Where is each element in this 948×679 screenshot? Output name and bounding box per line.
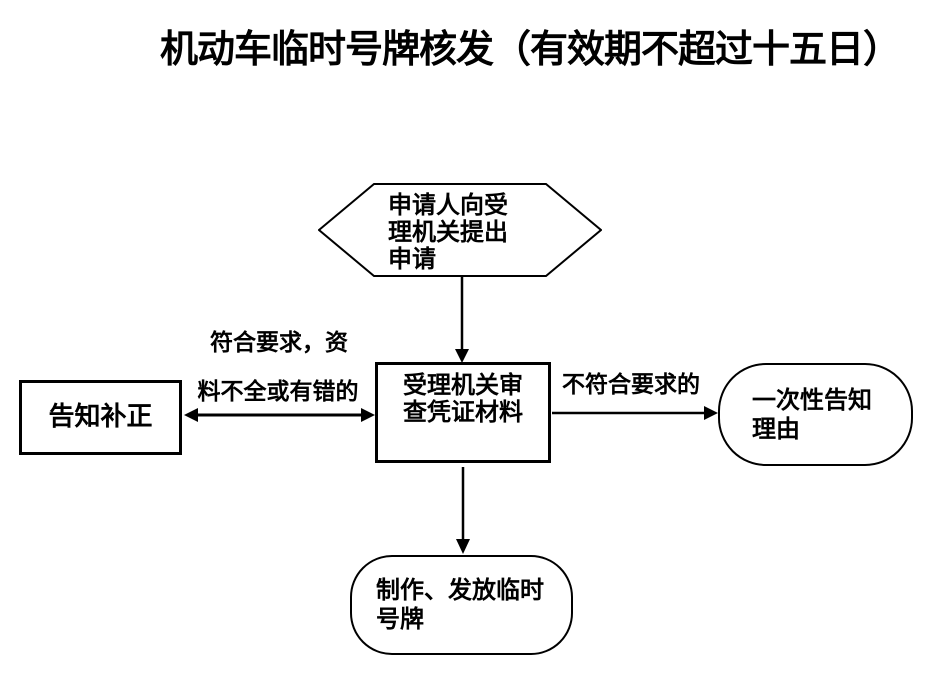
node-notify-correction-rectangle: 告知补正	[19, 380, 182, 455]
node-review-line1: 受理机关审	[403, 371, 523, 399]
node-applicant-line3: 申请	[388, 245, 436, 273]
node-review-rectangle: 受理机关审 查凭证材料	[375, 362, 551, 463]
node-notify-correction-label: 告知补正	[48, 402, 153, 432]
edge-label-meet-requirements-line2: 料不全或有错的	[197, 379, 359, 405]
node-applicant-line2: 理机关提出	[388, 218, 508, 246]
node-applicant-hexagon: 申请人向受 理机关提出 申请	[318, 183, 602, 277]
arrow-review-to-onetime-notice	[552, 406, 718, 420]
node-issue-plates-line2: 号牌	[376, 605, 424, 633]
node-issue-plates-line1: 制作、发放临时	[376, 576, 544, 604]
node-onetime-notice-stadium: 一次性告知 理由	[718, 363, 913, 466]
page-title: 机动车临时号牌核发（有效期不超过十五日）	[160, 27, 901, 71]
node-issue-plates-stadium: 制作、发放临时 号牌	[350, 555, 573, 655]
arrow-review-to-issue-plates	[456, 467, 470, 554]
node-applicant-text: 申请人向受 理机关提出 申请	[388, 192, 508, 273]
arrow-applicant-to-review	[455, 277, 469, 363]
node-applicant-line1: 申请人向受	[388, 191, 508, 219]
hexagon-shape-icon	[318, 183, 602, 277]
node-review-line2: 查凭证材料	[403, 398, 523, 426]
edge-label-meet-requirements-line1: 符合要求，资	[210, 330, 348, 356]
node-onetime-notice-line2: 理由	[752, 414, 800, 443]
node-onetime-notice-line1: 一次性告知	[752, 385, 872, 414]
arrow-review-to-notify-correction	[184, 408, 375, 422]
edge-label-not-meet-requirements: 不符合要求的	[562, 372, 700, 398]
